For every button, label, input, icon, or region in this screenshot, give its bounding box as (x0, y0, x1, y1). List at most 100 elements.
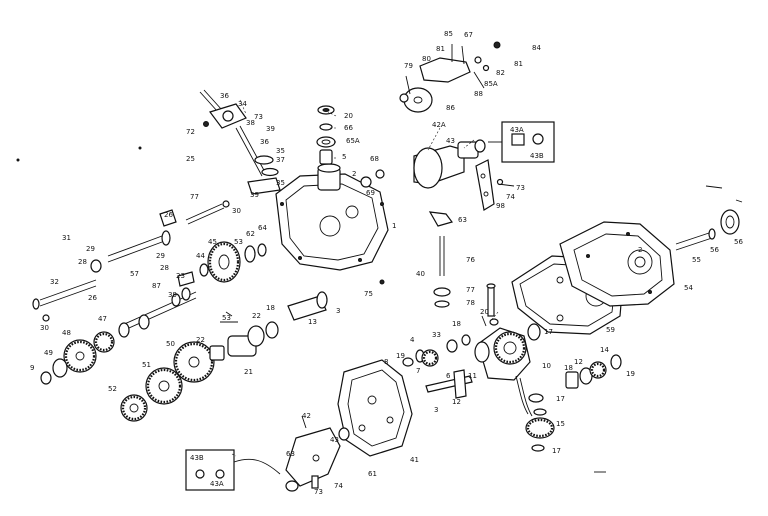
callout-20: 20 (344, 112, 353, 120)
callout-50: 50 (166, 340, 175, 348)
differential-housing-10 (474, 315, 541, 381)
callout-74: 74 (506, 193, 515, 201)
callout-19b: 19 (626, 370, 635, 378)
callout-77: 77 (190, 193, 199, 201)
callout-75: 75 (364, 290, 373, 298)
callout-18b: 18 (452, 320, 461, 328)
callout-41: 41 (410, 456, 419, 464)
callout-68: 68 (370, 155, 379, 163)
callout-1: 1 (392, 222, 396, 230)
callout-15: 15 (556, 420, 565, 428)
callout-32: 32 (50, 278, 59, 286)
callout-43b: 43 (330, 436, 339, 444)
callout-18c: 18 (564, 364, 573, 372)
callout-21: 21 (244, 368, 253, 376)
callout-26: 26 (164, 211, 173, 219)
callout-39b: 39 (250, 191, 259, 199)
callout-53: 53 (234, 238, 243, 246)
callout-48: 48 (62, 329, 71, 337)
axle-and-bushings (402, 334, 473, 399)
callout-20b: 20 (480, 308, 489, 316)
inset-box-43a-43b-top (488, 121, 555, 163)
spacer-assembly-21 (209, 311, 279, 361)
callout-29b: 29 (156, 252, 165, 260)
gear-cluster-left (40, 331, 115, 385)
callout-77b: 77 (466, 286, 475, 294)
callout-52: 52 (108, 385, 117, 393)
shift-fork-column (379, 211, 454, 308)
callout-62: 62 (246, 230, 255, 238)
callout-25: 25 (186, 155, 195, 163)
callout-76: 76 (466, 256, 475, 264)
callout-35: 35 (276, 147, 285, 155)
callout-12: 12 (452, 398, 461, 406)
callout-4: 4 (410, 336, 415, 344)
callout-56b: 56 (734, 238, 743, 246)
callout-73b: 73 (516, 184, 525, 192)
callout-31: 31 (62, 234, 71, 242)
callout-54: 54 (684, 284, 693, 292)
callout-51: 51 (142, 361, 151, 369)
callout-42a: 42A (432, 121, 446, 129)
callout-43b-box: 43B (190, 454, 204, 462)
detent-plate-assembly (399, 41, 501, 113)
callout-84: 84 (532, 44, 541, 52)
callout-73c: 73 (314, 488, 323, 496)
callout-12b: 12 (574, 358, 583, 366)
callout-69: 69 (366, 189, 375, 197)
shaft-13 (287, 291, 328, 321)
callout-22b: 22 (252, 312, 261, 320)
bottom-cover-43 (285, 415, 350, 492)
callout-81b: 81 (514, 60, 523, 68)
callout-39: 39 (266, 125, 275, 133)
callout-43: 43 (446, 137, 455, 145)
callout-63: 63 (458, 216, 467, 224)
callout-55: 55 (692, 256, 701, 264)
callout-11: 11 (468, 372, 477, 380)
callout-28b: 28 (160, 264, 169, 272)
callout-64: 64 (258, 224, 267, 232)
registration-marks (16, 146, 743, 473)
callout-59: 59 (606, 326, 615, 334)
callout-78: 78 (466, 299, 475, 307)
callout-87: 87 (152, 282, 161, 290)
callout-66: 66 (344, 124, 353, 132)
callout-61: 61 (368, 470, 377, 478)
callout-80: 80 (422, 55, 431, 63)
shift-shaft-assembly (32, 209, 177, 322)
callout-14: 14 (600, 346, 609, 354)
callout-6: 6 (446, 372, 451, 380)
callout-43b-top: 43B (530, 152, 544, 160)
callout-13: 13 (308, 318, 317, 326)
callout-42: 42 (302, 412, 311, 420)
callout-18: 18 (266, 304, 275, 312)
callout-53b: 53 (222, 314, 231, 322)
callout-88: 88 (474, 90, 483, 98)
callout-38: 38 (246, 119, 255, 127)
callout-47: 47 (98, 315, 107, 323)
side-cover-54 (559, 221, 675, 307)
main-housing (275, 163, 389, 271)
callout-57: 57 (130, 270, 139, 278)
callout-81: 81 (436, 45, 445, 53)
callout-28: 28 (78, 258, 87, 266)
cover-plate-43 (413, 139, 486, 189)
callout-65a: 65A (346, 137, 360, 145)
shift-lever-assembly (199, 89, 281, 195)
callout-86: 86 (446, 104, 455, 112)
callout-17b: 17 (556, 395, 565, 403)
callout-10: 10 (542, 362, 551, 370)
inset-box-43a-43b-bottom (185, 449, 281, 491)
right-side-gears (565, 354, 622, 389)
callout-3b: 3 (434, 406, 438, 414)
output-shaft-55 (675, 209, 740, 251)
callout-56: 56 (710, 246, 719, 254)
callout-45: 45 (208, 238, 217, 246)
callout-labels: 36 34 73 72 38 39 36 25 35 37 35 39 20 6… (30, 30, 743, 496)
callout-73: 73 (254, 113, 263, 121)
callout-22: 22 (196, 336, 205, 344)
callout-44: 44 (196, 252, 205, 260)
callout-79: 79 (404, 62, 413, 70)
callout-85a: 85A (484, 80, 498, 88)
